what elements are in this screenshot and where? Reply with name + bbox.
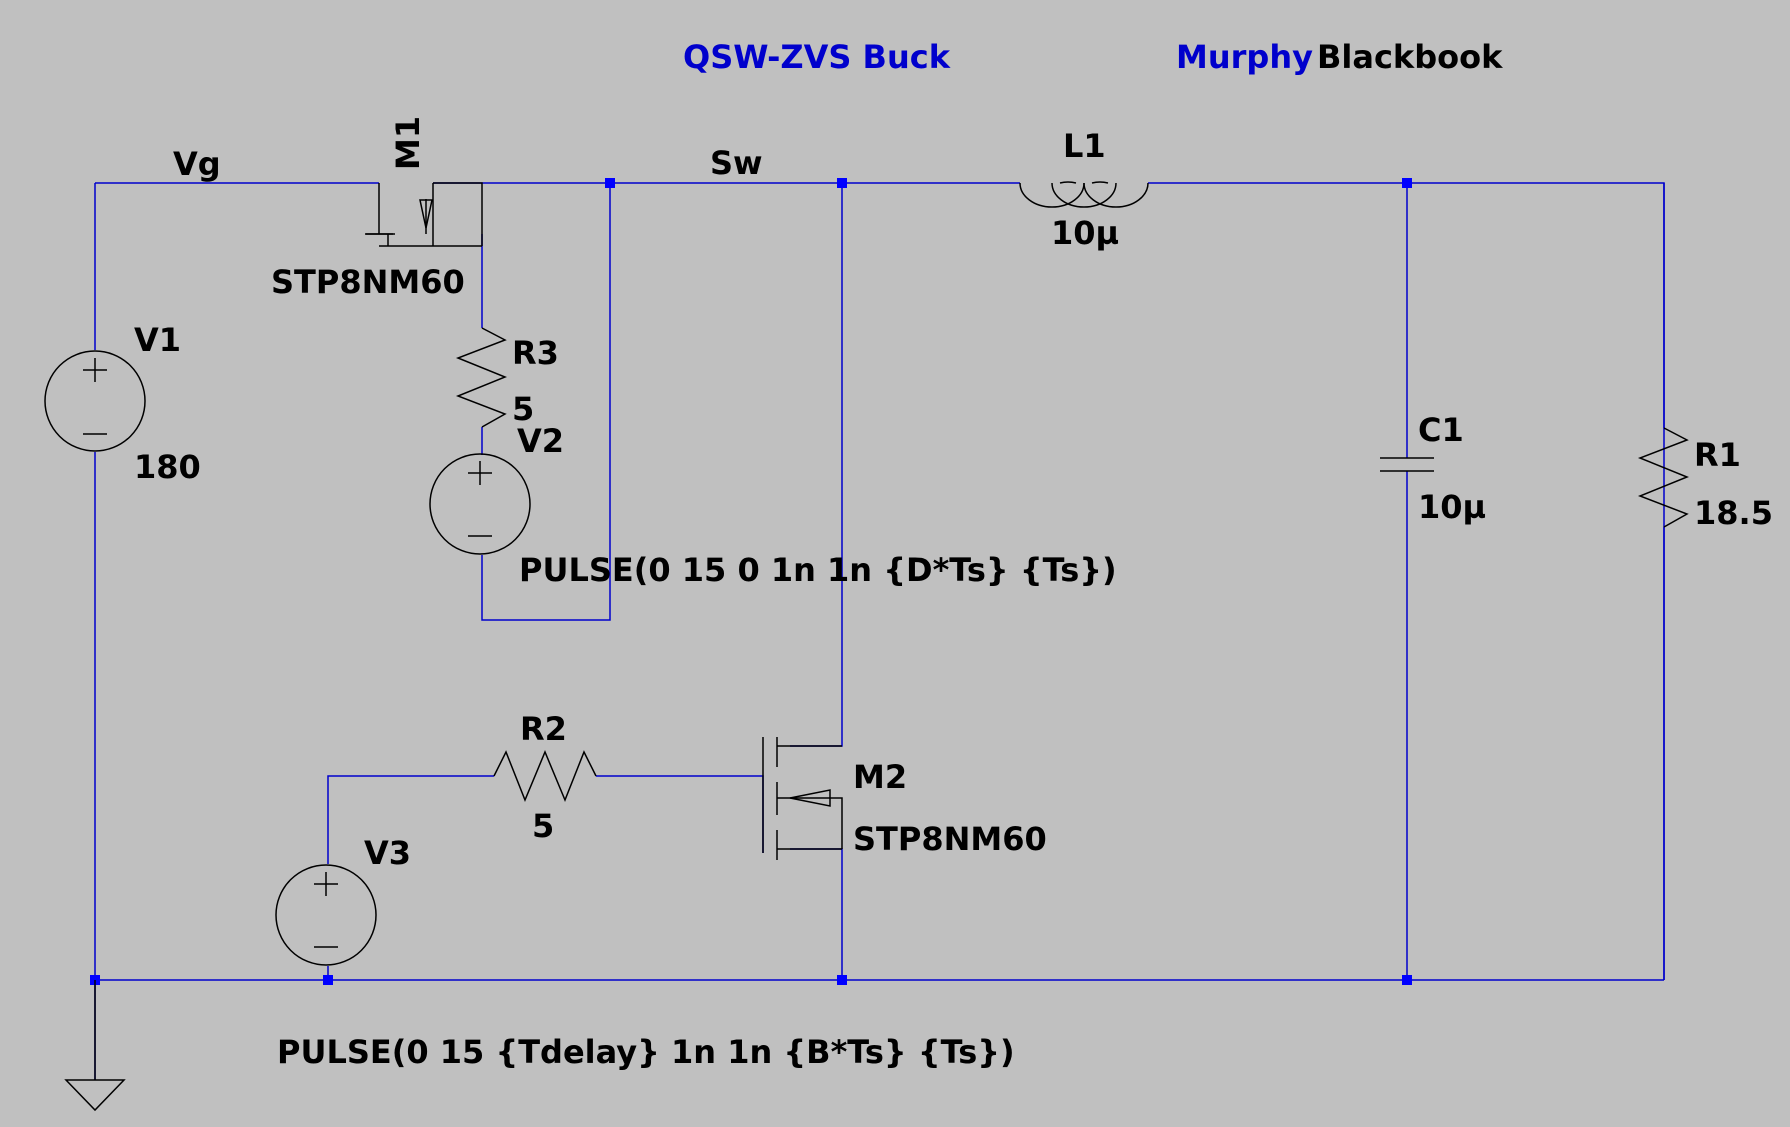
wire-sw-to-m2	[790, 183, 843, 747]
m1-name-label: M1	[389, 116, 427, 170]
r3-name-label: R3	[512, 334, 559, 372]
v2-name-label: V2	[517, 422, 564, 460]
junction-dot	[1402, 975, 1412, 985]
r1-value-label: 18.5	[1694, 494, 1773, 532]
wire-v2-return	[481, 183, 611, 621]
wire-l1-to-output	[1148, 182, 1665, 980]
net-label-sw: Sw	[710, 144, 763, 182]
junction-dot	[605, 178, 615, 188]
v2-value-label: PULSE(0 15 0 1n 1n {D*Ts} {Ts})	[519, 551, 1117, 589]
wire-m2-source	[790, 848, 843, 980]
v1-value-label: 180	[134, 448, 201, 486]
schematic-title: QSW-ZVS Buck	[683, 38, 951, 76]
r2-resistor-symbol	[493, 750, 597, 802]
c1-value-label: 10µ	[1418, 488, 1486, 526]
m2-name-label: M2	[853, 758, 907, 796]
r2-name-label: R2	[520, 710, 567, 748]
wire-r2-to-m2gate	[596, 775, 764, 853]
wires	[94, 182, 1665, 1080]
r2-value-label: 5	[532, 807, 554, 845]
r3-resistor-symbol	[455, 327, 508, 428]
v3-name-label: V3	[364, 834, 411, 872]
v3-value-label: PULSE(0 15 {Tdelay} 1n 1n {B*Ts} {Ts})	[277, 1033, 1015, 1071]
junction-dot	[1402, 178, 1412, 188]
l1-value-label: 10µ	[1051, 214, 1119, 252]
c1-name-label: C1	[1418, 411, 1464, 449]
junction-dot	[323, 975, 333, 985]
junction-dot	[837, 178, 847, 188]
v2-source-symbol	[429, 453, 531, 555]
v3-source-symbol	[275, 864, 377, 966]
m1-mosfet-symbol	[365, 182, 483, 247]
v1-name-label: V1	[134, 321, 181, 359]
l1-inductor-symbol	[1019, 181, 1149, 208]
v1-source-symbol	[44, 350, 146, 452]
r1-name-label: R1	[1694, 436, 1741, 474]
author-name-black: Blackbook	[1317, 38, 1503, 76]
m2-mosfet-symbol	[762, 737, 843, 860]
r1-resistor-symbol	[1637, 427, 1690, 528]
m2-model-label: STP8NM60	[853, 820, 1047, 858]
l1-name-label: L1	[1063, 127, 1106, 165]
r3-value-label: 5	[512, 390, 534, 428]
m1-model-label: STP8NM60	[271, 263, 465, 301]
c1-capacitor-symbol	[1380, 457, 1434, 472]
author-name-blue: Murphy	[1176, 38, 1313, 76]
net-label-vg: Vg	[173, 145, 221, 183]
junction-dot	[837, 975, 847, 985]
wire-v3-to-r2	[327, 775, 494, 864]
ground-symbol	[64, 980, 126, 1112]
